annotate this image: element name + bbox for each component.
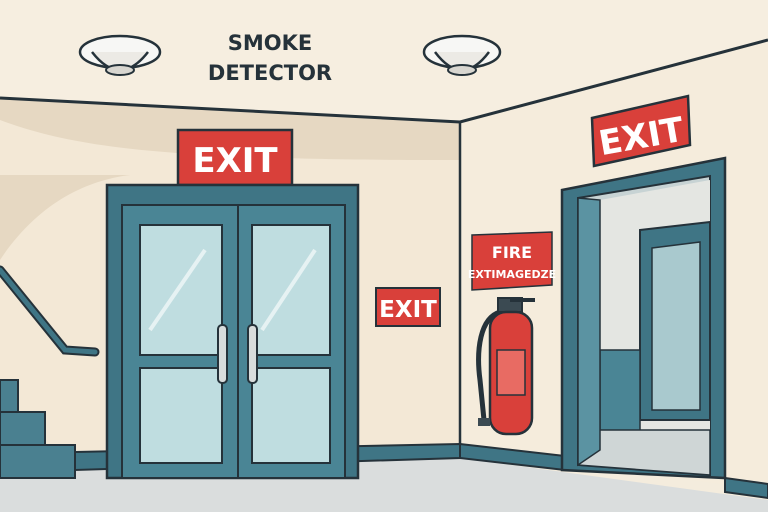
open-doorway[interactable] bbox=[560, 156, 727, 480]
smoke-detector-right bbox=[422, 34, 502, 76]
exit-sign-small-text: EXIT bbox=[379, 297, 437, 323]
door-handle-left[interactable] bbox=[217, 324, 228, 384]
glass-panel bbox=[251, 224, 331, 356]
exit-sign-main-text: EXIT bbox=[192, 141, 278, 181]
fire-extinguisher-sign: FIRE EXTIMAGEDZE bbox=[468, 231, 556, 291]
exit-sign-main: EXIT bbox=[176, 128, 294, 187]
ceiling bbox=[0, 0, 768, 122]
smoke-detector-label-line2: DETECTOR bbox=[208, 61, 332, 85]
glass-panel bbox=[139, 224, 223, 356]
door-handle-right[interactable] bbox=[247, 324, 258, 384]
staircase bbox=[0, 265, 100, 479]
smoke-detector-label-line1: SMOKE bbox=[228, 31, 313, 55]
exit-sign-small: EXIT bbox=[375, 287, 441, 327]
extinguisher-label bbox=[496, 349, 526, 396]
baseboard-right-far bbox=[724, 476, 768, 500]
glass-panel bbox=[139, 367, 223, 464]
fire-sign-line2: EXTIMAGEDZE bbox=[468, 268, 556, 281]
fire-extinguisher[interactable] bbox=[476, 297, 535, 436]
wall-shadow bbox=[0, 175, 130, 260]
smoke-detector-left bbox=[78, 34, 162, 76]
double-door[interactable] bbox=[105, 183, 360, 480]
glass-panel bbox=[251, 367, 331, 464]
fire-sign-line1: FIRE bbox=[492, 243, 532, 262]
exit-sign-right: EXIT bbox=[590, 94, 692, 168]
